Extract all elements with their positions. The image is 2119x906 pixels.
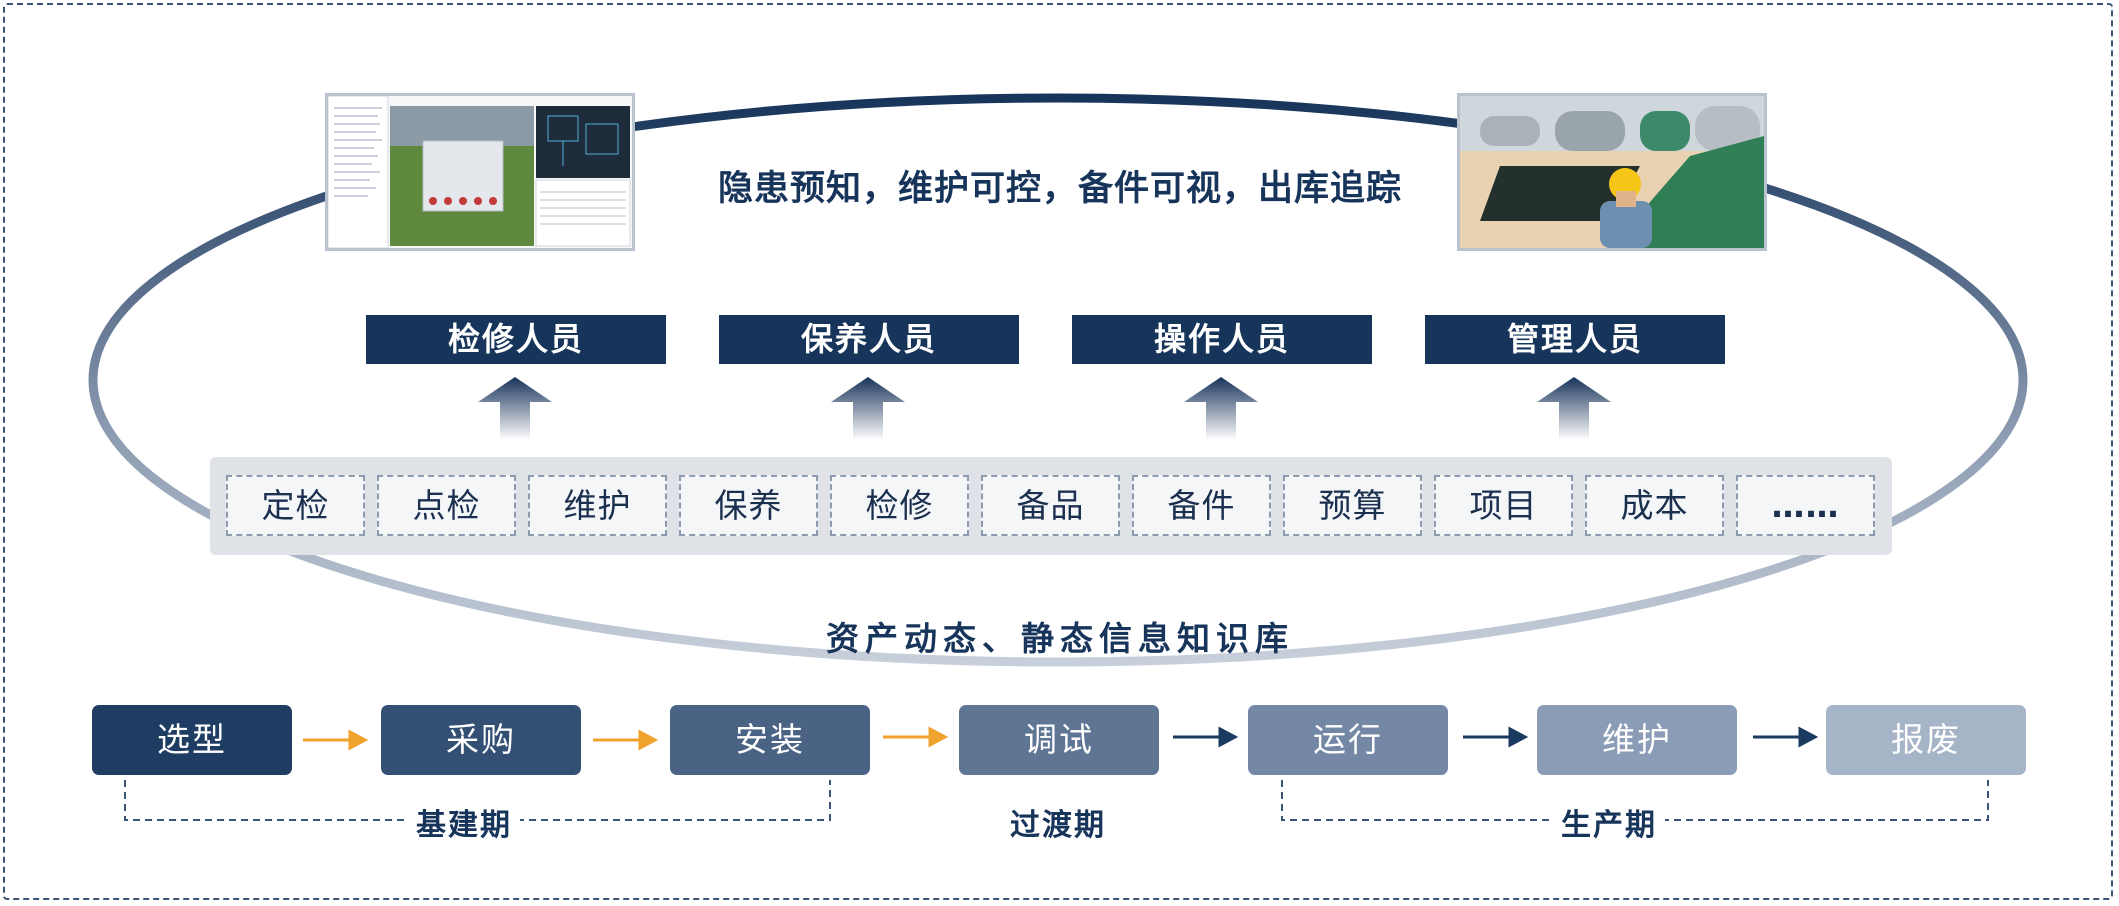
phase-production: 生产期 — [1553, 800, 1665, 844]
lifecycle-ellipse — [88, 93, 2028, 667]
arrow-right-icon — [883, 726, 949, 748]
up-arrow-icon — [1184, 377, 1258, 440]
stage-scrapping: 报废 — [1826, 705, 2026, 775]
task-item-more: …… — [1736, 475, 1875, 536]
arrow-right-icon — [1753, 726, 1819, 748]
role-managers: 管理人员 — [1425, 315, 1725, 364]
role-operators: 操作人员 — [1072, 315, 1372, 364]
arrow-right-icon — [1173, 726, 1239, 748]
task-item: 项目 — [1434, 475, 1573, 536]
up-arrow-icon — [478, 377, 552, 440]
phase-transition: 过渡期 — [1002, 800, 1114, 844]
task-item: 维护 — [528, 475, 667, 536]
headline: 隐患预知，维护可控，备件可视，出库追踪 — [717, 169, 1402, 209]
task-item: 成本 — [1585, 475, 1724, 536]
task-item: 备件 — [1132, 475, 1271, 536]
dashed-border-frame — [3, 3, 2113, 900]
up-arrow-icon — [831, 377, 905, 440]
arrow-right-icon — [593, 729, 659, 751]
role-upkeep-staff: 保养人员 — [719, 315, 1019, 364]
stage-commissioning: 调试 — [959, 705, 1159, 775]
arrow-right-icon — [303, 729, 369, 751]
stage-installation: 安装 — [670, 705, 870, 775]
plant-scene-image — [1460, 96, 1764, 248]
task-item: 检修 — [830, 475, 969, 536]
task-item: 点检 — [377, 475, 516, 536]
role-maintenance-staff: 检修人员 — [366, 315, 666, 364]
knowledge-base-label: 资产动态、静态信息知识库 — [826, 619, 1294, 658]
stage-selection: 选型 — [92, 705, 292, 775]
arrow-right-icon — [1463, 726, 1529, 748]
plant-3d-scene-thumbnail — [1457, 93, 1767, 251]
phase-construction: 基建期 — [408, 800, 520, 844]
stage-maintenance: 维护 — [1537, 705, 1737, 775]
stage-procurement: 采购 — [381, 705, 581, 775]
up-arrow-icon — [1537, 377, 1611, 440]
stage-operation: 运行 — [1248, 705, 1448, 775]
task-item: 保养 — [679, 475, 818, 536]
software-ui-image — [328, 96, 632, 248]
task-item: 备品 — [981, 475, 1120, 536]
software-screenshot-thumbnail — [325, 93, 635, 251]
task-item: 定检 — [226, 475, 365, 536]
task-item: 预算 — [1283, 475, 1422, 536]
